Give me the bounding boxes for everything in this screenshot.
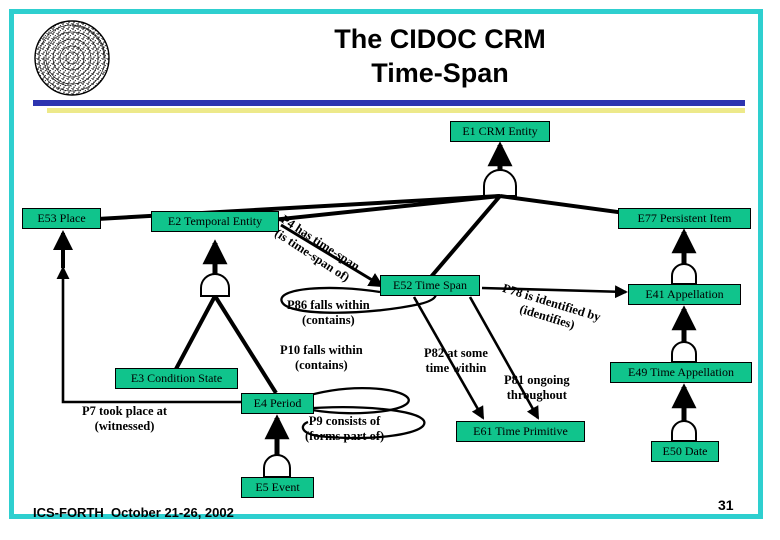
property-label-p86: P86 falls within (contains) [287,298,370,328]
divider-bar-yellow [47,108,745,113]
node-e50-date[interactable]: E50 Date [651,441,719,462]
property-label-p86-line2: (contains) [301,313,355,327]
property-label-p86-line1: P86 falls within [287,298,370,312]
node-e41-appellation[interactable]: E41 Appellation [628,284,741,305]
phaistos-disc-logo [34,20,110,96]
page-number: 31 [718,497,734,513]
title-line-2: Time-Span [371,58,509,88]
isa-group-e2 [174,239,278,395]
property-link-p4 [280,223,384,288]
property-label-p81-line2: throughout [506,388,567,402]
isa-group-e49-e41 [671,305,697,363]
isa-group-e41-e77 [671,228,697,285]
property-label-p10-line2: (contains) [294,358,348,372]
node-e61-time-primitive[interactable]: E61 Time Primitive [456,421,585,442]
page-title: The CIDOC CRM Time-Span [140,22,740,90]
property-label-p82-line2: time within [425,361,487,375]
property-link-p86 [280,286,437,314]
node-e5-event[interactable]: E5 Event [241,477,314,498]
property-link-p9 [299,406,426,440]
node-e3-condition-state[interactable]: E3 Condition State [115,368,238,389]
property-label-p10: P10 falls within (contains) [280,343,363,373]
property-label-p81-line1: P81 ongoing [504,373,570,387]
property-label-p7-line2: (witnessed) [94,419,155,433]
isa-group-e5-e4 [263,414,291,478]
property-label-p10-line1: P10 falls within [280,343,363,357]
divider-bar-blue [33,100,745,106]
node-e4-period[interactable]: E4 Period [241,393,314,414]
property-label-p82-line1: P82 at some [424,346,488,360]
property-label-p9-line1: P9 consists of [308,414,381,428]
property-link-p81 [468,296,540,420]
property-label-p82: P82 at some time within [424,346,488,376]
title-line-1: The CIDOC CRM [334,24,546,54]
node-e1-crm-entity[interactable]: E1 CRM Entity [450,121,550,142]
property-label-p9-line2: (forms part of) [305,429,385,443]
property-label-p81: P81 ongoing throughout [504,373,570,403]
property-label-p9: P9 consists of (forms part of) [305,414,384,444]
property-link-p7 [53,230,241,404]
slide-frame-border [9,9,763,519]
property-link-p10 [299,386,410,415]
isa-group-e50-e49 [671,383,697,442]
node-e52-time-span[interactable]: E52 Time Span [380,275,480,296]
node-e53-place[interactable]: E53 Place [22,208,101,229]
property-link-p82 [412,296,485,420]
property-label-p7-line1: P7 took place at [82,404,168,418]
node-e77-persistent-item[interactable]: E77 Persistent Item [618,208,751,229]
property-label-p7: P7 took place at (witnessed) [82,404,167,434]
node-e49-time-appellation[interactable]: E49 Time Appellation [610,362,752,383]
footer-label: ICS-FORTH October 21-26, 2002 [33,505,234,520]
node-e2-temporal-entity[interactable]: E2 Temporal Entity [151,211,279,232]
property-link-p78 [481,285,628,299]
